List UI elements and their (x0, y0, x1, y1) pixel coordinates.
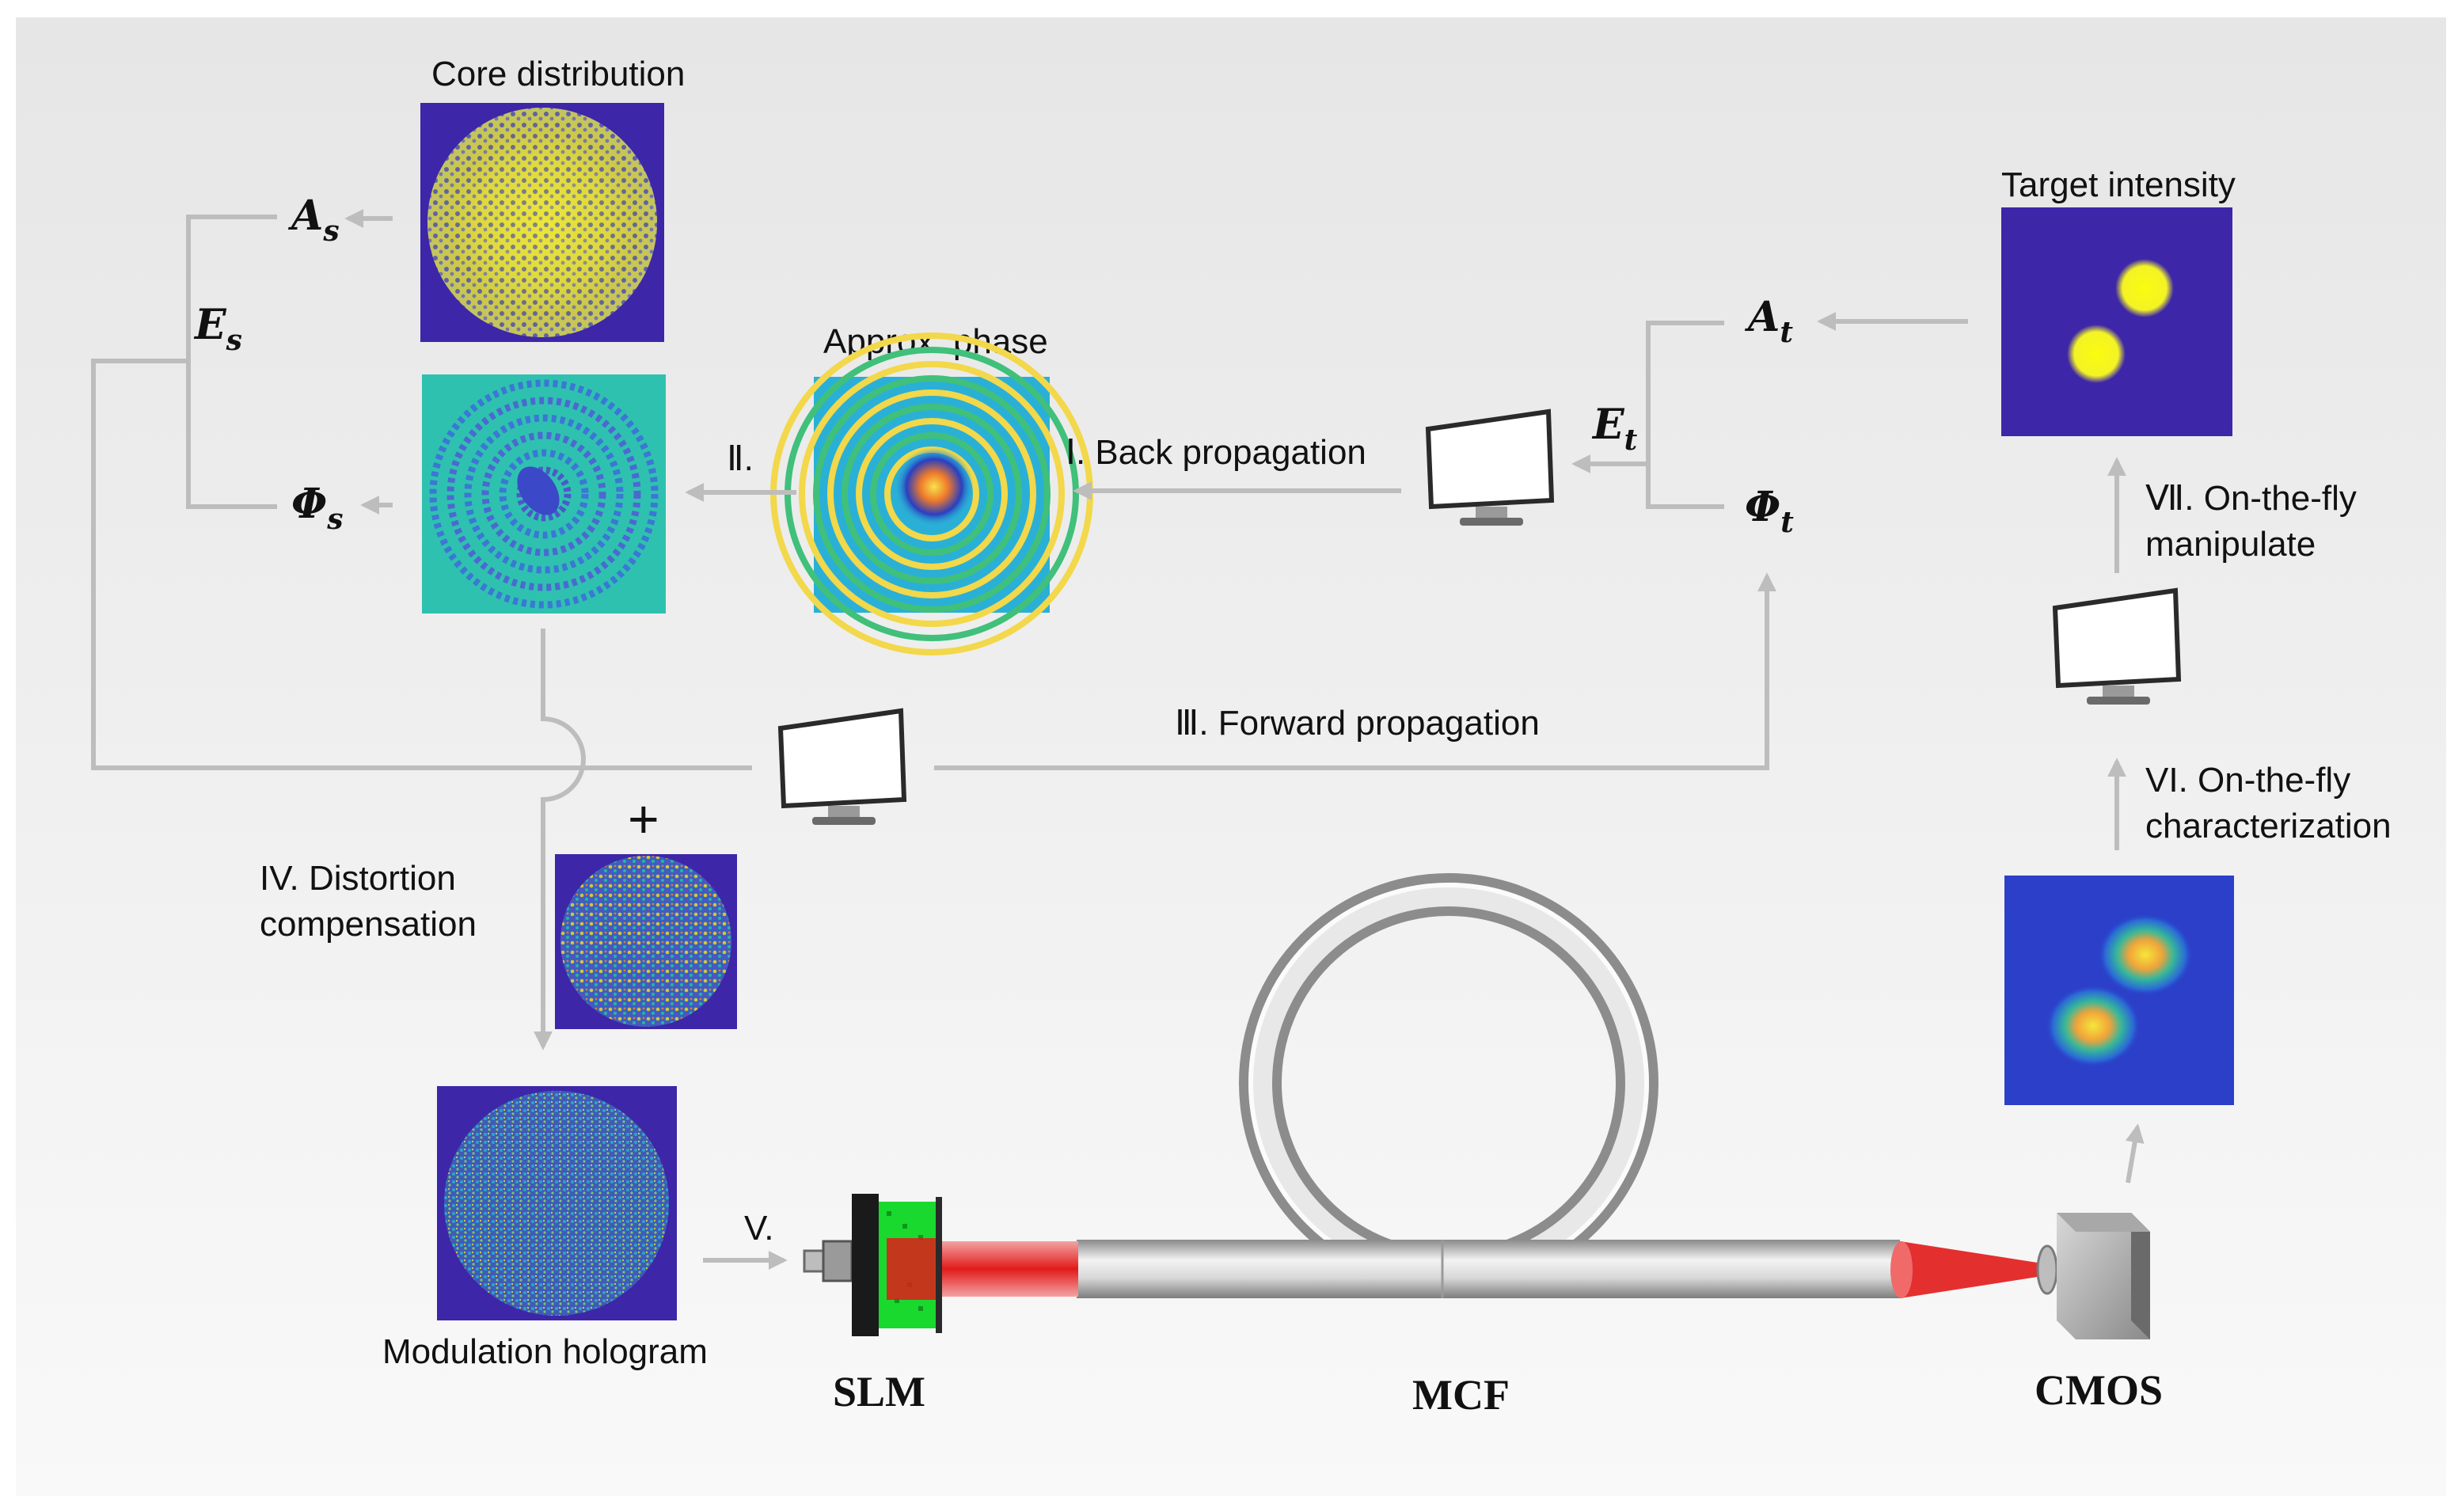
cmos-label: CMOS (2035, 1366, 2163, 1414)
approx-phase-center (895, 447, 974, 526)
target-spot-upper (2115, 259, 2174, 317)
svg-text:Φt: Φt (1745, 483, 1794, 539)
step-III-label: Ⅲ. Forward propagation (1175, 704, 1540, 743)
mcf-fiber-straight (1077, 1240, 1900, 1298)
laser-beam-output (1900, 1241, 2042, 1298)
computer-monitor-icon-forward (777, 708, 907, 825)
svg-text:Es: Es (193, 301, 242, 357)
svg-text:As: As (287, 192, 340, 248)
computer-monitor-icon-back (1425, 408, 1555, 526)
phi-s-center (517, 466, 560, 515)
var-Phit: Φt (1745, 483, 1794, 539)
step-IV-label-line1: IV. Distortion (260, 859, 456, 898)
var-As: As (287, 192, 340, 248)
plus-sign: + (628, 789, 659, 849)
step-V-label: V. (744, 1209, 774, 1248)
svg-text:Et: Et (1591, 401, 1638, 457)
connectors (91, 209, 2145, 1270)
measured-spot-lower (2046, 985, 2141, 1067)
var-Es: Es (193, 301, 242, 357)
step-IV-label-line2: compensation (260, 905, 477, 944)
step-VI-label-line1: VI. On-the-fly (2145, 761, 2350, 800)
modulation-hologram-disk (444, 1091, 669, 1316)
target-spot-lower (2067, 325, 2126, 383)
slm-device (803, 1194, 942, 1336)
svg-text:At: At (1744, 293, 1793, 349)
cmos-camera (2036, 1213, 2150, 1339)
step-I-label: Ⅰ. Back propagation (1066, 433, 1366, 472)
step-II-label: Ⅱ. (727, 439, 754, 478)
measured-spot-upper (2098, 914, 2193, 996)
computer-monitor-icon-onthefly (2052, 587, 2182, 705)
step-VII-label-line1: Ⅶ. On-the-fly (2145, 479, 2357, 518)
target-intensity-label: Target intensity (2001, 165, 2236, 204)
slm-label: SLM (833, 1368, 925, 1415)
distortion-compensation-disk (560, 856, 731, 1027)
mcf-label: MCF (1412, 1371, 1510, 1419)
core-distribution-label: Core distribution (431, 55, 685, 93)
laser-beam-input (936, 1241, 1078, 1297)
var-Et: Et (1591, 401, 1638, 457)
step-VI-label-line2: characterization (2145, 807, 2392, 845)
modulation-hologram-label: Modulation hologram (382, 1332, 708, 1371)
svg-text:Φs: Φs (291, 480, 344, 536)
phi-s-rings (429, 379, 659, 609)
measured-intensity-image (2004, 876, 2234, 1105)
var-At: At (1744, 293, 1793, 349)
step-VII-label-line2: manipulate (2145, 525, 2316, 564)
var-Phis: Φs (291, 480, 344, 536)
target-intensity-image (2001, 207, 2232, 436)
core-distribution-disk-shade (427, 108, 657, 337)
